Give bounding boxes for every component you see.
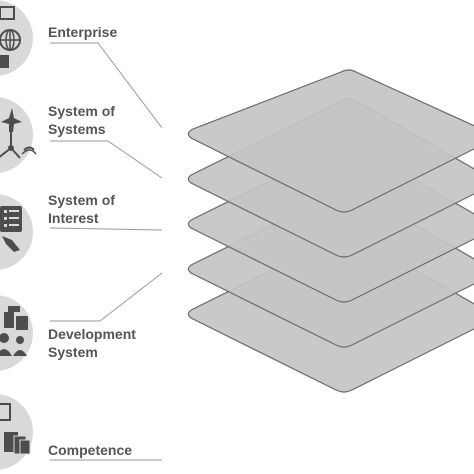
icon-column (0, 0, 37, 470)
team-devices-icon (0, 295, 33, 371)
leader-line-enterprise (50, 42, 163, 129)
label-system-of-interest-line2: Interest (48, 210, 99, 226)
leader-line-system-of-systems (50, 140, 163, 179)
documents-icon (0, 394, 33, 470)
plate-enterprise (187, 69, 474, 213)
globe-building-icon (0, 0, 33, 76)
label-system-of-systems-line2: Systems (48, 121, 106, 137)
label-system-of-interest-line1: System of (48, 192, 115, 208)
label-competence: Competence (48, 441, 132, 459)
label-system-of-systems: System of Systems (48, 102, 115, 138)
label-system-of-systems-line1: System of (48, 103, 115, 119)
leader-lines (49, 42, 163, 461)
label-development-system-line2: System (48, 344, 98, 360)
checklist-icon (0, 194, 33, 270)
leader-line-development-system (50, 272, 163, 322)
label-enterprise-line1: Enterprise (48, 24, 118, 40)
plate-stack (187, 69, 474, 393)
label-development-system: Development System (48, 325, 136, 361)
label-competence-line1: Competence (48, 442, 133, 458)
label-system-of-interest: System of Interest (48, 191, 115, 227)
leader-line-system-of-interest (49, 227, 163, 231)
airplane-network-icon (0, 97, 37, 173)
label-enterprise: Enterprise (48, 23, 117, 41)
label-development-system-line1: Development (48, 326, 136, 342)
